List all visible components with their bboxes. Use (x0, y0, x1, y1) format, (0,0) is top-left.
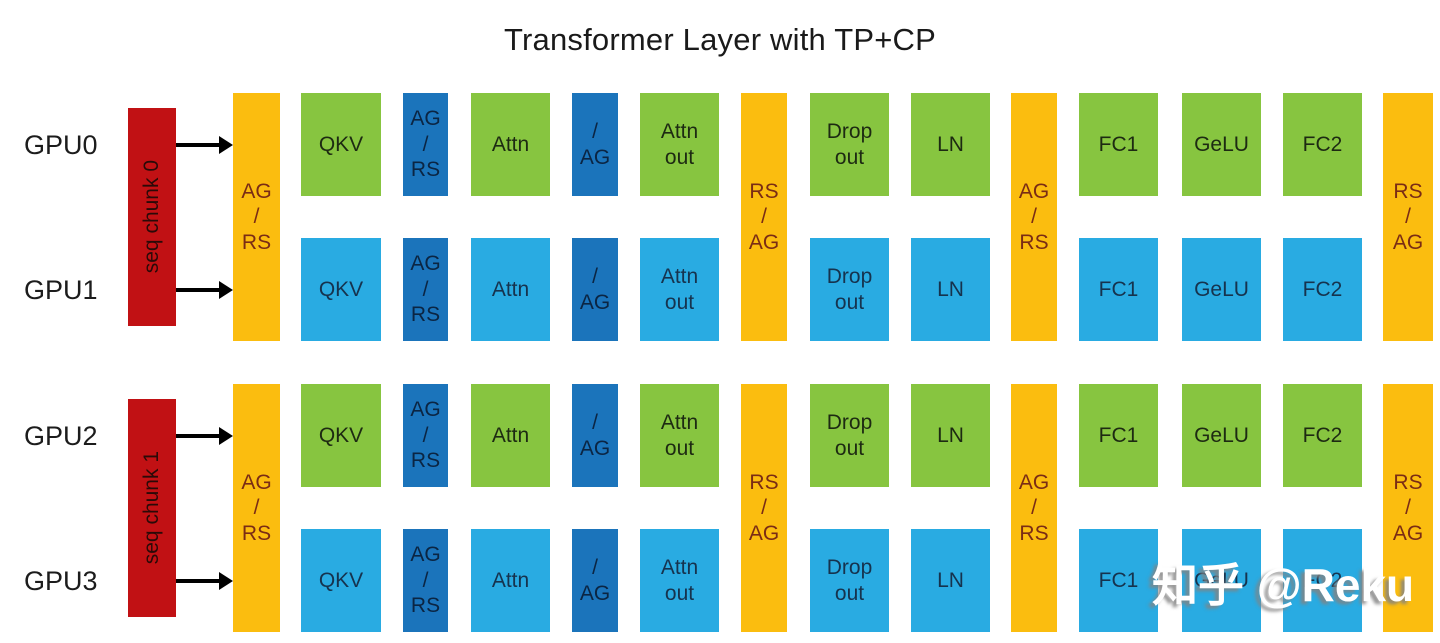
qkv-block-row-top: QKV (301, 384, 381, 487)
arrow-right-icon (176, 572, 233, 590)
attn-block-row-top: Attn (471, 93, 550, 196)
collective-rs-ag-block: RS / AG (1383, 93, 1433, 341)
fc2-block-row-top: FC2 (1283, 93, 1362, 196)
drop-out-block-row-top: Drop out (810, 93, 889, 196)
seq-chunk-1-block: seq chunk 1 (128, 399, 176, 617)
gelu-block-row-top: GeLU (1182, 93, 1261, 196)
attn-out-block-row-bottom: Attn out (640, 529, 719, 632)
collective-ag-rs-block: AG / RS (1011, 384, 1057, 632)
ln-block-row-bottom: LN (911, 238, 990, 341)
fc1-block-row-bottom: FC1 (1079, 238, 1158, 341)
qkv-block-row-top: QKV (301, 93, 381, 196)
ln-block-row-top: LN (911, 384, 990, 487)
collective-rs-ag-block: RS / AG (741, 93, 787, 341)
gpu2-label: GPU2 (24, 421, 98, 451)
gpu-group-0: GPU0 GPU1 seq chunk 0 AG / RS RS / AG AG… (24, 93, 1433, 341)
arrow-right-icon (176, 136, 233, 154)
fc2-block-row-bottom: FC2 (1283, 238, 1362, 341)
gpu3-label: GPU3 (24, 566, 98, 596)
qkv-block-row-bottom: QKV (301, 238, 381, 341)
arrow-right-icon (176, 281, 233, 299)
attn-out-block-row-bottom: Attn out (640, 238, 719, 341)
gpu1-label: GPU1 (24, 275, 98, 305)
drop-out-block-row-top: Drop out (810, 384, 889, 487)
fc2-block-row-bottom: FC2 (1283, 529, 1362, 632)
gpu0-label: GPU0 (24, 130, 98, 160)
ag-rs-block-row-top: AG / RS (403, 93, 448, 196)
collective-rs-ag-block: RS / AG (1383, 384, 1433, 632)
collective-rs-ag-block: RS / AG (741, 384, 787, 632)
arrow-right-icon (176, 427, 233, 445)
seq-chunk-0-label: seq chunk 0 (140, 160, 164, 274)
gelu-block-row-bottom: GeLU (1182, 529, 1261, 632)
seq-chunk-1-label: seq chunk 1 (140, 451, 164, 565)
slash-ag-block-row-bottom: / AG (572, 529, 618, 632)
drop-out-block-row-bottom: Drop out (810, 238, 889, 341)
drop-out-block-row-bottom: Drop out (810, 529, 889, 632)
ag-rs-block-row-bottom: AG / RS (403, 529, 448, 632)
collective-ag-rs-block: AG / RS (1011, 93, 1057, 341)
slash-ag-block-row-top: / AG (572, 93, 618, 196)
gelu-block-row-top: GeLU (1182, 384, 1261, 487)
attn-out-block-row-top: Attn out (640, 93, 719, 196)
page-title: Transformer Layer with TP+CP (504, 22, 936, 57)
collective-ag-rs-block: AG / RS (233, 93, 280, 341)
gelu-block-row-bottom: GeLU (1182, 238, 1261, 341)
collective-ag-rs-block: AG / RS (233, 384, 280, 632)
gpu-group-1: GPU2 GPU3 seq chunk 1 AG / RS RS / AG AG… (0, 291, 1440, 643)
attn-out-block-row-top: Attn out (640, 384, 719, 487)
slash-ag-block-row-top: / AG (572, 384, 618, 487)
fc2-block-row-top: FC2 (1283, 384, 1362, 487)
ln-block-row-bottom: LN (911, 529, 990, 632)
fc1-block-row-bottom: FC1 (1079, 529, 1158, 632)
ag-rs-block-row-top: AG / RS (403, 384, 448, 487)
zhihu-watermark: 知乎 @Reku (1152, 559, 1415, 611)
ag-rs-block-row-bottom: AG / RS (403, 238, 448, 341)
ln-block-row-top: LN (911, 93, 990, 196)
fc1-block-row-top: FC1 (1079, 384, 1158, 487)
fc1-block-row-top: FC1 (1079, 93, 1158, 196)
slash-ag-block-row-bottom: / AG (572, 238, 618, 341)
seq-chunk-0-block: seq chunk 0 (128, 108, 176, 326)
attn-block-row-top: Attn (471, 384, 550, 487)
attn-block-row-bottom: Attn (471, 238, 550, 341)
attn-block-row-bottom: Attn (471, 529, 550, 632)
qkv-block-row-bottom: QKV (301, 529, 381, 632)
